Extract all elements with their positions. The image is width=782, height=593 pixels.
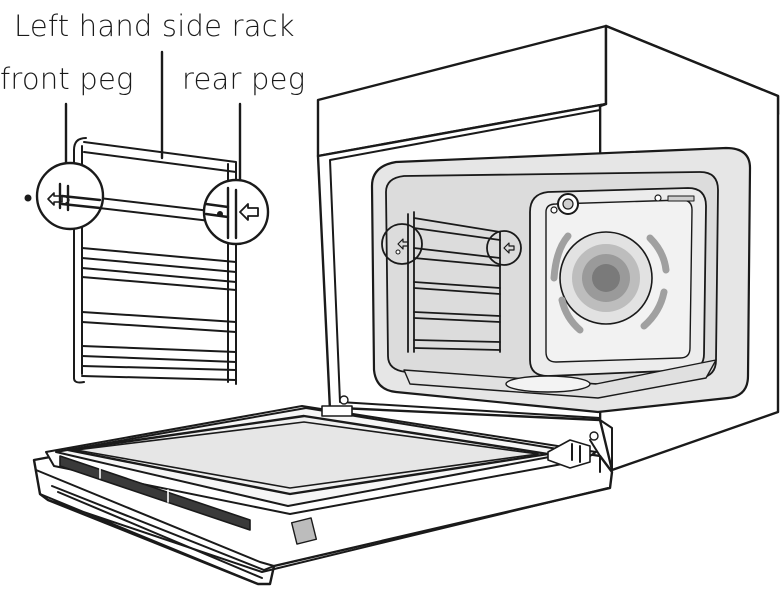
oven-body bbox=[316, 24, 780, 472]
rack-rail-1 bbox=[83, 141, 237, 173]
rack-rail-4 bbox=[81, 267, 237, 291]
heating-element bbox=[550, 232, 670, 334]
door-hinge-left bbox=[321, 395, 353, 417]
leader-lines bbox=[64, 50, 242, 186]
front-peg-magnifier bbox=[35, 161, 105, 231]
oven-inner-rack bbox=[381, 211, 522, 353]
rear-peg-magnifier bbox=[202, 178, 270, 246]
label-left-hand-side-rack: Left hand side rack bbox=[14, 9, 295, 43]
rack-rail-7 bbox=[81, 365, 237, 381]
left-arrow-icon bbox=[239, 203, 259, 221]
oven-door bbox=[32, 395, 614, 586]
label-front-peg: front peg bbox=[0, 62, 134, 96]
door-handle-strip bbox=[51, 485, 275, 579]
door-hinge-right bbox=[547, 431, 599, 469]
label-rear-peg: rear peg bbox=[182, 62, 306, 96]
left-arrow-icon bbox=[47, 192, 63, 206]
rack-rail-6 bbox=[81, 345, 237, 363]
rack-rail-5 bbox=[81, 311, 237, 333]
oven-floor bbox=[403, 359, 717, 399]
rack-rail-3 bbox=[81, 247, 237, 273]
dot-icon bbox=[24, 194, 32, 202]
door-vent bbox=[290, 517, 318, 545]
left-arrow-icon bbox=[397, 238, 409, 250]
lamp-icon bbox=[557, 193, 579, 215]
fan-grille bbox=[559, 231, 653, 325]
left-arrow-icon bbox=[503, 242, 515, 254]
door-handle bbox=[59, 455, 251, 531]
side-rack-detail bbox=[73, 137, 237, 385]
